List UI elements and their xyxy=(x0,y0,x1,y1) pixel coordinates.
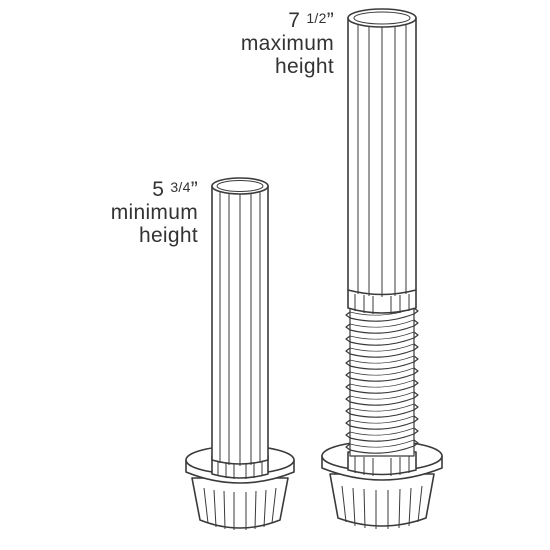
minimum-height-label: 5 3/4” minimum height xyxy=(70,178,198,247)
maximum-label-text: maximum xyxy=(240,32,334,55)
tall-leg xyxy=(321,8,443,529)
short-leg-tube-flutes xyxy=(219,190,261,466)
minimum-height-value: 5 3/4” xyxy=(70,178,198,201)
tall-leg-foot-skirt xyxy=(329,473,435,527)
tall-leg-tube-flutes xyxy=(357,23,407,297)
minimum-height-unit: ” xyxy=(190,178,198,201)
maximum-height-fraction: 1/2 xyxy=(306,10,327,26)
tall-leg-thread xyxy=(345,305,419,457)
tall-leg-collar xyxy=(347,451,417,476)
short-leg xyxy=(185,177,295,530)
maximum-height-whole: 7 xyxy=(288,9,301,32)
minimum-height-whole: 5 xyxy=(152,178,165,201)
maximum-height-text: height xyxy=(274,55,334,78)
short-leg-foot-ribs xyxy=(203,487,277,530)
minimum-label-text: minimum xyxy=(110,201,198,224)
maximum-height-unit: ” xyxy=(326,9,334,32)
short-leg-foot-skirt xyxy=(191,477,289,529)
maximum-height-value: 7 1/2” xyxy=(204,9,334,32)
tall-leg-foot-ribs xyxy=(341,485,423,529)
minimum-height-fraction: 3/4 xyxy=(170,179,191,195)
minimum-height-text: height xyxy=(138,224,198,247)
maximum-height-label: 7 1/2” maximum height xyxy=(204,9,334,78)
tall-leg-upper-collar xyxy=(347,289,417,314)
